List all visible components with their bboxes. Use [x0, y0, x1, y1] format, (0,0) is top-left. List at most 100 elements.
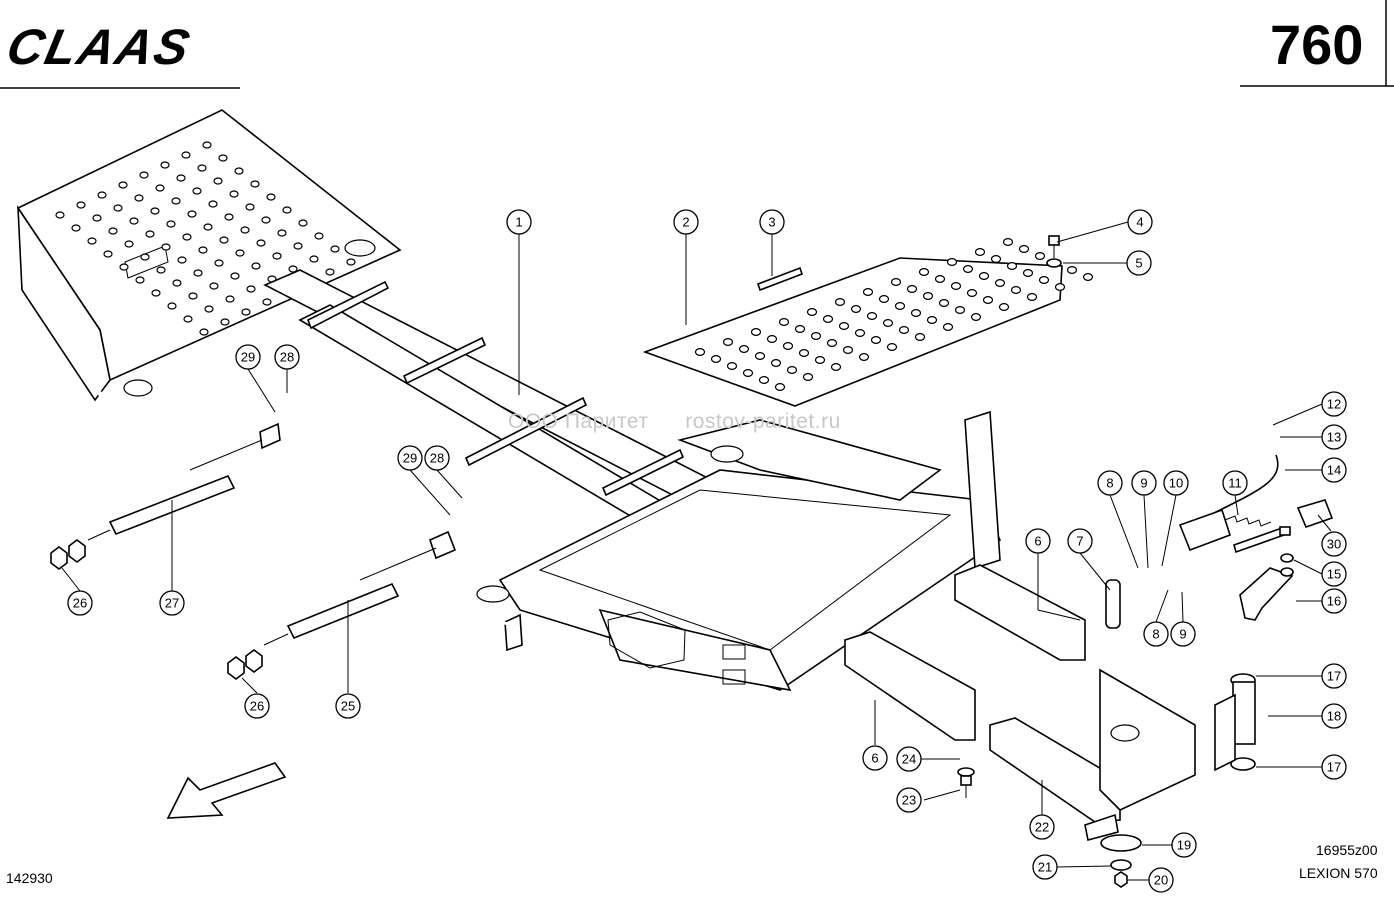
perforation-hole — [220, 318, 230, 326]
svg-text:27: 27 — [165, 596, 179, 611]
cylinder-17 — [1214, 673, 1256, 772]
svg-text:9: 9 — [1140, 476, 1147, 491]
perforation-hole — [103, 250, 113, 258]
perforation-hole — [113, 204, 123, 212]
svg-text:25: 25 — [341, 699, 355, 714]
perforation-hole — [822, 315, 834, 323]
perforation-hole — [160, 161, 170, 169]
channel-6a — [954, 564, 1086, 661]
perforation-hole — [962, 265, 974, 273]
perforation-hole — [990, 255, 1002, 263]
perforation-hole — [802, 373, 814, 381]
perforation-hole — [256, 239, 266, 247]
svg-text:11: 11 — [1228, 476, 1242, 491]
perforation-hole — [830, 363, 842, 371]
perforation-hole — [1066, 266, 1078, 274]
perforation-hole — [1054, 283, 1066, 291]
callout: 16 — [1321, 588, 1347, 614]
watermark-company: ООО Паритет — [508, 410, 649, 433]
svg-text:14: 14 — [1327, 463, 1341, 478]
perforation-hole — [738, 345, 750, 353]
perforation-hole — [119, 263, 129, 271]
svg-text:22: 22 — [1035, 820, 1049, 835]
perforation-hole — [806, 308, 818, 316]
channel-6b — [844, 631, 976, 741]
perforation-hole — [794, 325, 806, 333]
callout: 11 — [1222, 470, 1248, 496]
perforation-hole — [922, 292, 934, 300]
callout: 26 — [67, 590, 93, 616]
perforation-hole — [814, 356, 826, 364]
perforation-hole — [55, 211, 65, 219]
perforation-hole — [225, 295, 235, 303]
model-name: LEXION 570 — [1299, 865, 1378, 881]
leader-lines — [61, 221, 1332, 881]
perforation-hole — [978, 272, 990, 280]
perforation-hole — [1002, 238, 1014, 246]
callout: 26 — [244, 693, 270, 719]
perforation-hole — [758, 376, 770, 384]
perforation-hole — [770, 359, 782, 367]
perforation-hole — [774, 383, 786, 391]
perforation-hole — [155, 184, 165, 192]
perforation-hole — [234, 167, 244, 175]
perforation-hole — [240, 226, 250, 234]
svg-text:6: 6 — [1034, 534, 1041, 549]
callout: 23 — [896, 787, 922, 813]
perforation-hole — [187, 210, 197, 218]
perforation-hole — [754, 352, 766, 360]
perforation-hole — [219, 236, 229, 244]
foot-parts — [1100, 834, 1142, 888]
perforation-hole — [92, 214, 102, 222]
callout: 24 — [896, 746, 922, 772]
callout: 4 — [1127, 209, 1153, 235]
perforation-hole — [330, 245, 340, 253]
perforation-hole — [76, 201, 86, 209]
perforation-hole — [786, 366, 798, 374]
callout: 18 — [1321, 703, 1347, 729]
perforation-hole — [850, 305, 862, 313]
callout: 29 — [235, 344, 261, 370]
callout: 14 — [1321, 457, 1347, 483]
perforation-hole — [182, 233, 192, 241]
perforation-hole — [1038, 276, 1050, 284]
perforation-hole — [1006, 262, 1018, 270]
perforation-hole — [890, 278, 902, 286]
pin-7 — [1105, 579, 1121, 629]
perforation-hole — [199, 328, 209, 336]
perforation-hole — [87, 237, 97, 245]
perforation-hole — [251, 262, 261, 270]
perforation-hole — [1022, 269, 1034, 277]
svg-text:15: 15 — [1327, 567, 1341, 582]
perforation-hole — [742, 369, 754, 377]
perforation-hole — [910, 309, 922, 317]
callout: 6 — [1025, 528, 1051, 554]
perforation-hole — [346, 258, 356, 266]
drawing-number: 142930 — [6, 870, 53, 886]
perforation-hole — [838, 322, 850, 330]
callout: 17 — [1321, 663, 1347, 689]
perforation-hole — [166, 220, 176, 228]
perforation-hole — [139, 171, 149, 179]
perforation-hole — [894, 302, 906, 310]
callout: 30 — [1321, 531, 1347, 557]
perforation-hole — [982, 296, 994, 304]
perforation-hole — [151, 289, 161, 297]
svg-text:28: 28 — [430, 451, 444, 466]
perforation-hole — [309, 255, 319, 263]
callout: 20 — [1148, 867, 1174, 893]
callout: 9 — [1131, 470, 1157, 496]
perforation-hole — [213, 177, 223, 185]
callout: 25 — [335, 693, 361, 719]
perforation-hole — [176, 174, 186, 182]
perforation-hole — [124, 240, 134, 248]
perforation-hole — [926, 316, 938, 324]
support-rods — [50, 474, 400, 680]
perforation-hole — [325, 268, 335, 276]
perforation-hole — [150, 207, 160, 215]
lever-assembly — [1178, 454, 1334, 621]
perforation-hole — [156, 266, 166, 274]
svg-text:7: 7 — [1076, 534, 1083, 549]
perforation-hole — [882, 319, 894, 327]
perforation-hole — [134, 194, 144, 202]
